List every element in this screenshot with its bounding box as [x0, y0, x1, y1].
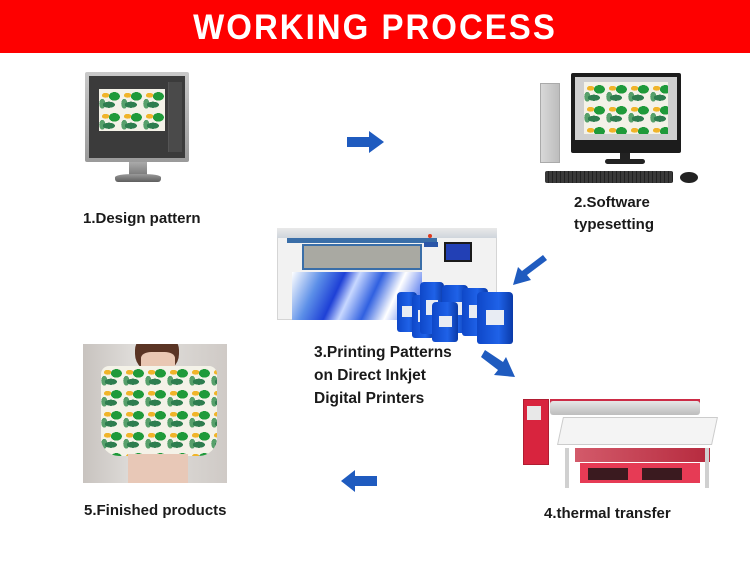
step-1-design-monitor-image: [85, 72, 189, 197]
title-banner: WORKING PROCESS: [0, 0, 750, 53]
printer-touchscreen: [444, 242, 472, 262]
step-2-desktop-pc-image: [540, 73, 700, 188]
monitor-neck: [129, 162, 147, 176]
step-3-label: 3.Printing Patterns on Direct Inkjet Dig…: [314, 344, 452, 407]
ink-jug: [432, 302, 458, 342]
tropical-pattern: [584, 82, 668, 134]
monitor-base: [115, 174, 161, 182]
printer-window: [302, 244, 422, 270]
arrow-down-left-icon: [513, 255, 547, 287]
press-lower-frame: [580, 463, 700, 483]
pc-tower: [540, 83, 560, 163]
banner-title: WORKING PROCESS: [193, 5, 557, 46]
monitor-screen: [89, 76, 185, 158]
arrow-left-icon: [341, 470, 377, 492]
press-roller: [550, 401, 700, 415]
step-3-inkjet-printer-image: [272, 220, 513, 344]
step-5-finished-dress-image: [83, 344, 227, 483]
mouse: [680, 172, 698, 183]
printer-logo: [424, 242, 438, 247]
press-feed-table: [557, 417, 718, 445]
pc-monitor: [571, 73, 681, 153]
step-2-label: 2.Software typesetting: [574, 194, 655, 233]
arrow-right-icon: [347, 131, 385, 153]
tropical-pattern: [99, 89, 165, 131]
keyboard: [545, 171, 673, 183]
tropical-print-dress: [101, 366, 217, 456]
step-4-heat-press-image: [520, 393, 730, 493]
step-1-label: 1.Design pattern: [83, 210, 201, 227]
step-5-label: 5.Finished products: [84, 502, 227, 519]
press-control-cabinet: [523, 399, 549, 465]
arrow-down-right-icon: [481, 350, 515, 378]
step-4-label: 4.thermal transfer: [544, 505, 671, 522]
editor-side-panel: [168, 82, 182, 152]
monitor-frame: [85, 72, 189, 162]
ink-jug: [477, 292, 513, 344]
